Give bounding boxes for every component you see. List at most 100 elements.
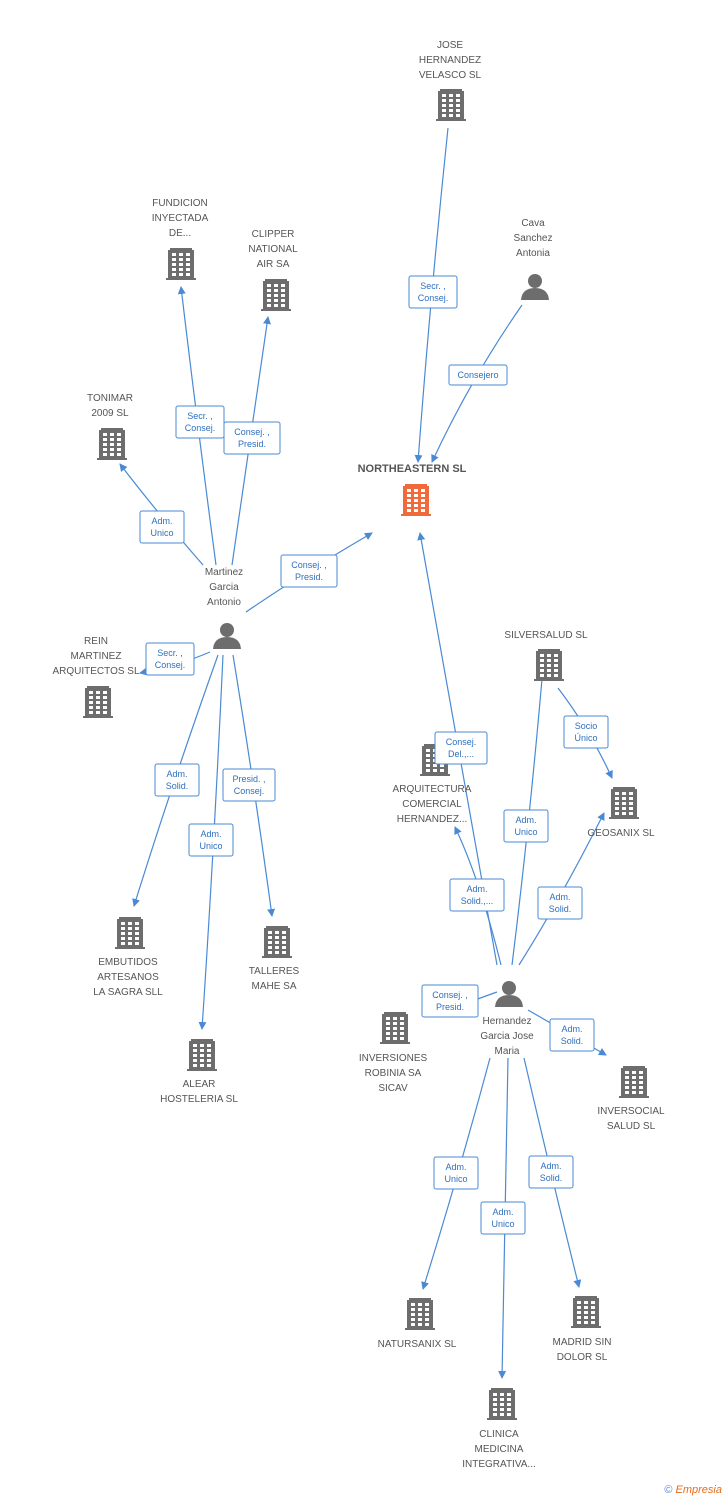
node-label-line: SALUD SL [607,1121,656,1132]
edge-label-text: Adm. [151,516,172,526]
node-label-line: GEOSANIX SL [587,828,655,839]
edge-label-hernandez-to-arquitectura[interactable]: Adm.Solid.,... [449,878,505,912]
edge-label-text: Solid. [549,904,572,914]
edge-label-text: Presid. [238,439,266,449]
brand-logo-text: Empresia [675,1484,722,1496]
node-label-line: ARTESANOS [97,972,159,983]
edge-label-text: Presid. , [232,774,265,784]
node-label-line: INTEGRATIVA... [462,1459,536,1470]
company-node-silversalud[interactable]: SILVERSALUD SL [504,630,588,681]
edge-label-box [145,642,195,676]
node-label-line: DOLOR SL [557,1352,608,1363]
edge-label-text: Adm. [166,769,187,779]
edge-label-martinez-to-talleres[interactable]: Presid. , Consej. [222,768,276,802]
edge-label-hernandez-to-natursanix[interactable]: Adm.Unico [433,1156,479,1190]
edge-label-text: Presid. [295,572,323,582]
building-icon [262,926,292,958]
node-label-line: Antonio [207,597,241,608]
edge-label-box [154,763,200,797]
edge-label-text: Consej. [234,786,265,796]
node-label-line: INYECTADA [152,213,209,224]
edge-label-box [448,364,508,386]
edge-label-box [480,1201,526,1235]
edge-label-text: Unico [514,827,537,837]
company-node-madrid[interactable]: MADRID SIN DOLOR SL [553,1296,612,1363]
node-label-line: HERNANDEZ... [397,814,468,825]
edge-label-martinez-to-northeastern[interactable]: Consej. , Presid. [280,554,338,588]
edge-label-martinez-to-alear[interactable]: Adm.Unico [188,823,234,857]
building-icon [83,686,113,718]
edge-label-text: Adm. [492,1207,513,1217]
building-icon [534,649,564,681]
edge-label-text: Unico [199,841,222,851]
footer-brand[interactable]: © Empresia [664,1484,722,1496]
edge-label-hernandez-to-geosanix[interactable]: Adm.Solid. [537,886,583,920]
edge-label-text: Socio [575,721,598,731]
edge-label-hernandez-to-northeastern[interactable]: Consej.Del.,... [434,731,488,765]
edge-label-box [433,1156,479,1190]
building-icon [261,279,291,311]
edge-label-hernandez-to-inversiones[interactable]: Consej. ,Presid. [421,984,479,1018]
edge-label-hernandez-to-clinica[interactable]: Adm.Unico [480,1201,526,1235]
edge-label-text: Adm. [561,1024,582,1034]
center-building-icon [401,484,431,516]
node-label-line: NATURSANIX SL [378,1339,457,1350]
person-icon [495,981,523,1007]
edge-label-hernandez-to-silversalud[interactable]: Adm.Unico [503,809,549,843]
edge-label-martinez-to-fundicion[interactable]: Secr. ,Consej. [175,405,225,439]
building-icon [405,1298,435,1330]
node-label-line: MEDICINA [475,1444,524,1455]
node-label-line: AIR SA [257,259,290,270]
node-label-line: ARQUITECTOS SL [52,666,139,677]
node-label-line: ALEAR [183,1079,216,1090]
edge-label-hernandez-to-madrid[interactable]: Adm.Solid. [528,1155,574,1189]
node-label-line: ROBINIA SA [365,1068,422,1079]
node-label-line: MADRID SIN [553,1337,612,1348]
person-icon [521,274,549,300]
edge-label-martinez-to-clipper[interactable]: Consej. ,Presid. [223,421,281,455]
company-node-geosanix[interactable]: GEOSANIX SL [587,787,655,839]
node-label-line: JOSE [437,40,463,51]
edge-label-martinez-to-tonimar[interactable]: Adm.Unico [139,510,185,544]
edge-label-box [549,1018,595,1052]
center-company-node[interactable]: NORTHEASTERN SL [358,463,467,516]
edge-label-jose_hv-to-northeastern[interactable]: Secr. ,Consej. [408,275,458,309]
node-label-line: INVERSOCIAL [597,1106,665,1117]
edge-label-martinez-to-embutidos[interactable]: Adm.Solid. [154,763,200,797]
edge-label-martinez-to-rein[interactable]: Secr. ,Consej. [145,642,195,676]
edge-label-text: Adm. [466,884,487,894]
edge-label-box [222,768,276,802]
company-node-clinica[interactable]: CLINICAMEDICINAINTEGRATIVA... [462,1388,536,1470]
edge-label-hernandez-to-inversocial[interactable]: Adm.Solid. [549,1018,595,1052]
company-node-inversocial[interactable]: INVERSOCIAL SALUD SL [597,1066,665,1132]
node-label-line: FUNDICION [152,198,208,209]
edge-label-text: Secr. , [420,281,446,291]
building-icon [619,1066,649,1098]
edge-label-text: Consej. [155,660,186,670]
company-node-fundicion[interactable]: FUNDICIONINYECTADADE... [152,198,209,280]
node-label-line: ARQUITECTURA [393,784,472,795]
edge-label-box [223,421,281,455]
node-label-line: EMBUTIDOS [98,957,158,968]
node-label-line: CLIPPER [252,229,295,240]
company-node-natursanix[interactable]: NATURSANIX SL [378,1298,457,1350]
edge-label-cava-to-northeastern[interactable]: Consejero [448,364,508,386]
edge-label-box [563,715,609,749]
edge-label-text: Secr. , [187,411,213,421]
node-label-line: Garcia [209,582,239,593]
edge-label-text: Consej. , [291,560,327,570]
edge-label-text: Presid. [436,1002,464,1012]
